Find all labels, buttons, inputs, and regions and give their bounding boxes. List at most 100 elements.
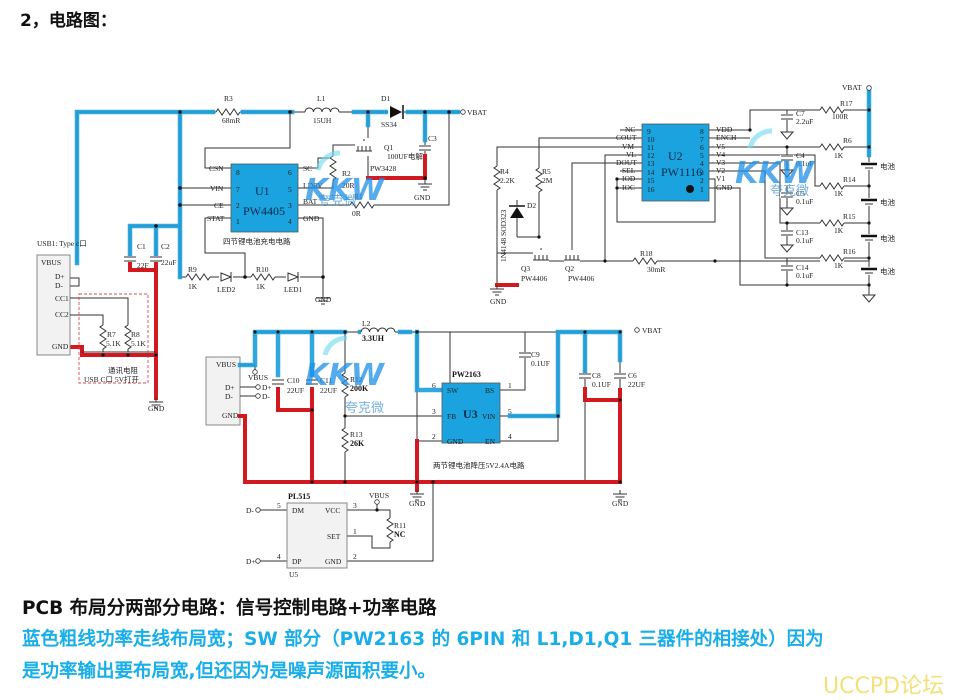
pin-number: 15 bbox=[647, 176, 655, 185]
q1-ref: Q1 bbox=[384, 143, 393, 152]
r14-ref: R14 bbox=[843, 175, 856, 184]
ic-part-number: PW2163 bbox=[452, 370, 481, 379]
pin-number: 12 bbox=[647, 151, 655, 160]
r5-ref: R5 bbox=[542, 167, 551, 176]
pin-label: D- bbox=[55, 281, 63, 290]
pin-number: 10 bbox=[647, 135, 655, 144]
q1-part: PW3428 bbox=[370, 164, 397, 173]
pin-label: FB bbox=[447, 412, 456, 421]
pin-number: 11 bbox=[647, 143, 654, 152]
ic-part-number: PW1116 bbox=[661, 165, 702, 179]
r10-value: 1K bbox=[256, 282, 266, 291]
c14-ref: C14 bbox=[796, 263, 809, 272]
resistor-r18-symbol bbox=[632, 256, 658, 266]
mosfet-q2-symbol bbox=[563, 247, 581, 263]
pin-number: 1 bbox=[508, 381, 512, 390]
pl515-circuit: PL515 U5 DM DP 5 4 VCC SET GND 3 1 2 D- … bbox=[246, 482, 434, 579]
pin-number: 4 bbox=[277, 552, 281, 561]
gnd-label: GND bbox=[414, 193, 431, 202]
ic-u3-pw2163 bbox=[441, 382, 501, 444]
pin-number: 5 bbox=[700, 151, 704, 160]
c11-ref: C11 bbox=[320, 376, 332, 385]
pin-number: 14 bbox=[647, 168, 655, 177]
capacitor-c10-symbol bbox=[270, 378, 286, 386]
d1-ref: D1 bbox=[381, 94, 390, 103]
pin-number: 5 bbox=[508, 407, 512, 416]
pin-label: GND bbox=[325, 557, 342, 566]
svg-text:夸克微: 夸克微 bbox=[770, 184, 809, 199]
pin-number: 1 bbox=[353, 527, 357, 536]
port-label: D+ bbox=[262, 383, 272, 392]
pin-label: VIN bbox=[482, 412, 496, 421]
pin-label: V4 bbox=[716, 150, 725, 159]
pin-number: 3 bbox=[432, 407, 436, 416]
c13-value: 0.1uF bbox=[796, 236, 813, 245]
svg-text:夸克微: 夸克微 bbox=[318, 194, 357, 209]
r14-value: 1K bbox=[834, 189, 844, 198]
r13-ref: R13 bbox=[350, 430, 363, 439]
r18-ref: R18 bbox=[640, 249, 653, 258]
pin-label: DM bbox=[292, 506, 304, 515]
battery-label: 电池 bbox=[880, 197, 895, 207]
capacitor-c6-symbol bbox=[612, 372, 628, 380]
c10-value: 22UF bbox=[287, 386, 304, 395]
capacitor-c8-symbol bbox=[577, 372, 593, 380]
diode-d2-symbol bbox=[509, 200, 525, 237]
battery-cell-icon bbox=[858, 232, 880, 244]
pin-label: NC bbox=[625, 125, 635, 134]
d1-value: SS34 bbox=[381, 120, 397, 129]
mosfet-q1-symbol bbox=[355, 138, 373, 154]
pin-label: GND bbox=[52, 342, 69, 351]
r18-value: 30mR bbox=[647, 265, 665, 274]
c2-value: 22uF bbox=[161, 258, 176, 267]
ic-part-number: PL515 bbox=[288, 492, 310, 501]
pin-label: DP bbox=[292, 557, 302, 566]
note-usbc-5v: USB C口 5V打开 bbox=[84, 374, 140, 384]
resistor-r3-symbol bbox=[215, 107, 241, 117]
u2-left-pins: NC COUT VM VL DOUT SEL IOD IOC 9 10 11 1… bbox=[616, 125, 655, 194]
port-label: VBUS bbox=[248, 373, 268, 382]
ic-reference: U5 bbox=[289, 570, 298, 579]
port-label: VBUS bbox=[369, 491, 389, 500]
c6-ref: C6 bbox=[628, 371, 637, 380]
dminus-port-icon bbox=[255, 393, 261, 399]
pin-label: CE bbox=[214, 201, 224, 210]
r3-ref: R3 bbox=[224, 94, 233, 103]
battery-cell-icon bbox=[858, 265, 880, 277]
pin-label: VL bbox=[626, 150, 636, 159]
resistor-r9-symbol bbox=[185, 272, 211, 282]
c14-value: 0.1uF bbox=[796, 271, 813, 280]
svg-text:KKW: KKW bbox=[735, 156, 816, 191]
resistor-r11-symbol bbox=[385, 517, 395, 543]
pin-label: SET bbox=[327, 532, 341, 541]
d2-ref: D2 bbox=[527, 201, 536, 210]
usb-output-connector bbox=[205, 356, 241, 426]
ic-reference: U3 bbox=[463, 407, 478, 421]
capacitor-c13-symbol bbox=[779, 229, 795, 237]
diode-d1-symbol bbox=[388, 104, 404, 119]
r8-value: 5.1K bbox=[131, 339, 146, 348]
pin-label: VCC bbox=[325, 506, 340, 515]
ic-part-number: PW4405 bbox=[243, 204, 285, 218]
c8-ref: C8 bbox=[592, 371, 601, 380]
pin-number: 16 bbox=[647, 185, 655, 194]
pin-number: 13 bbox=[647, 159, 655, 168]
resistor-r6-symbol bbox=[819, 142, 845, 152]
r1-ref: R1 bbox=[354, 192, 363, 201]
r9-ref: R9 bbox=[188, 265, 197, 274]
gnd-label: GND bbox=[490, 297, 507, 306]
buck-circuit: VBUS D+ D- GND VBUS D+ D- C10 22UF C11 2… bbox=[205, 319, 662, 508]
battery-label: 电池 bbox=[880, 266, 895, 276]
r12-ref: R12 bbox=[350, 375, 363, 384]
q3-part: PW4406 bbox=[521, 274, 548, 283]
mosfet-q3-symbol bbox=[532, 247, 550, 263]
pin-label: EN bbox=[485, 437, 496, 446]
balancer-circuit: VBAT U2 PW1116 NC COUT VM VL DOUT SEL IO… bbox=[489, 83, 895, 306]
l2-value: 3.3UH bbox=[362, 334, 385, 343]
buck-circuit-title: 两节锂电池降压5V2.4A电路 bbox=[433, 460, 525, 470]
l2-ref: L2 bbox=[362, 319, 371, 328]
pin-label: SW bbox=[447, 386, 459, 395]
vbat-label: VBAT bbox=[642, 326, 662, 335]
note-comm-resistor: 通讯电阻 bbox=[108, 365, 138, 375]
r12-value: 200K bbox=[350, 384, 369, 393]
